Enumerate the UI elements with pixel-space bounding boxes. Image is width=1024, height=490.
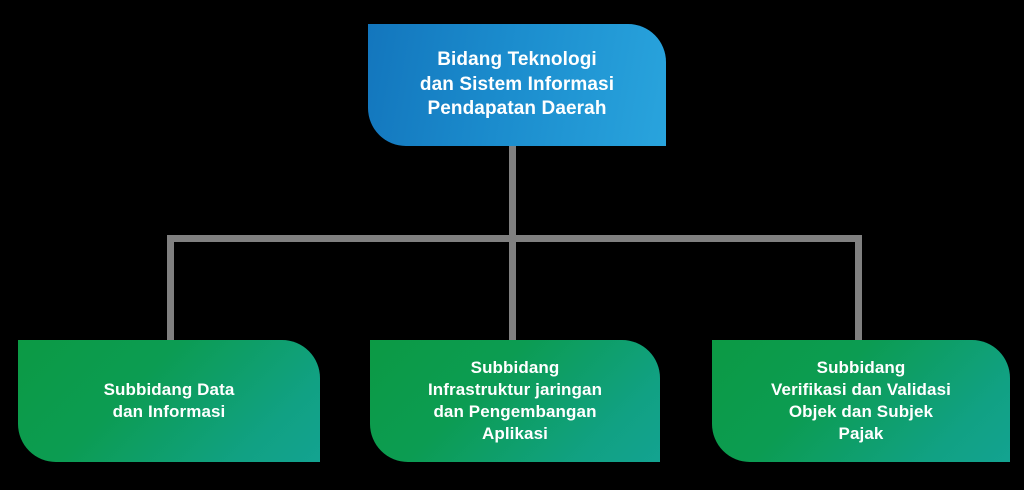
node-root-bidang-teknologi[interactable]: Bidang Teknologi dan Sistem Informasi Pe… — [368, 24, 666, 146]
node-root-label: Bidang Teknologi dan Sistem Informasi Pe… — [419, 48, 615, 120]
connector-branch-center — [509, 235, 516, 342]
node-child-label: Subbidang Infrastruktur jaringan dan Pen… — [427, 357, 603, 444]
node-child-subbidang-verifikasi-dan-validasi[interactable]: Subbidang Verifikasi dan Validasi Objek … — [712, 340, 1010, 462]
node-child-label: Subbidang Data dan Informasi — [103, 379, 235, 421]
connector-branch-left — [167, 235, 174, 342]
node-child-label: Subbidang Verifikasi dan Validasi Objek … — [771, 357, 951, 444]
connector-root-stem — [509, 145, 516, 241]
node-child-subbidang-data-dan-informasi[interactable]: Subbidang Data dan Informasi — [18, 340, 320, 462]
node-child-subbidang-infrastruktur-jaringan[interactable]: Subbidang Infrastruktur jaringan dan Pen… — [370, 340, 660, 462]
connector-branch-right — [855, 235, 862, 342]
